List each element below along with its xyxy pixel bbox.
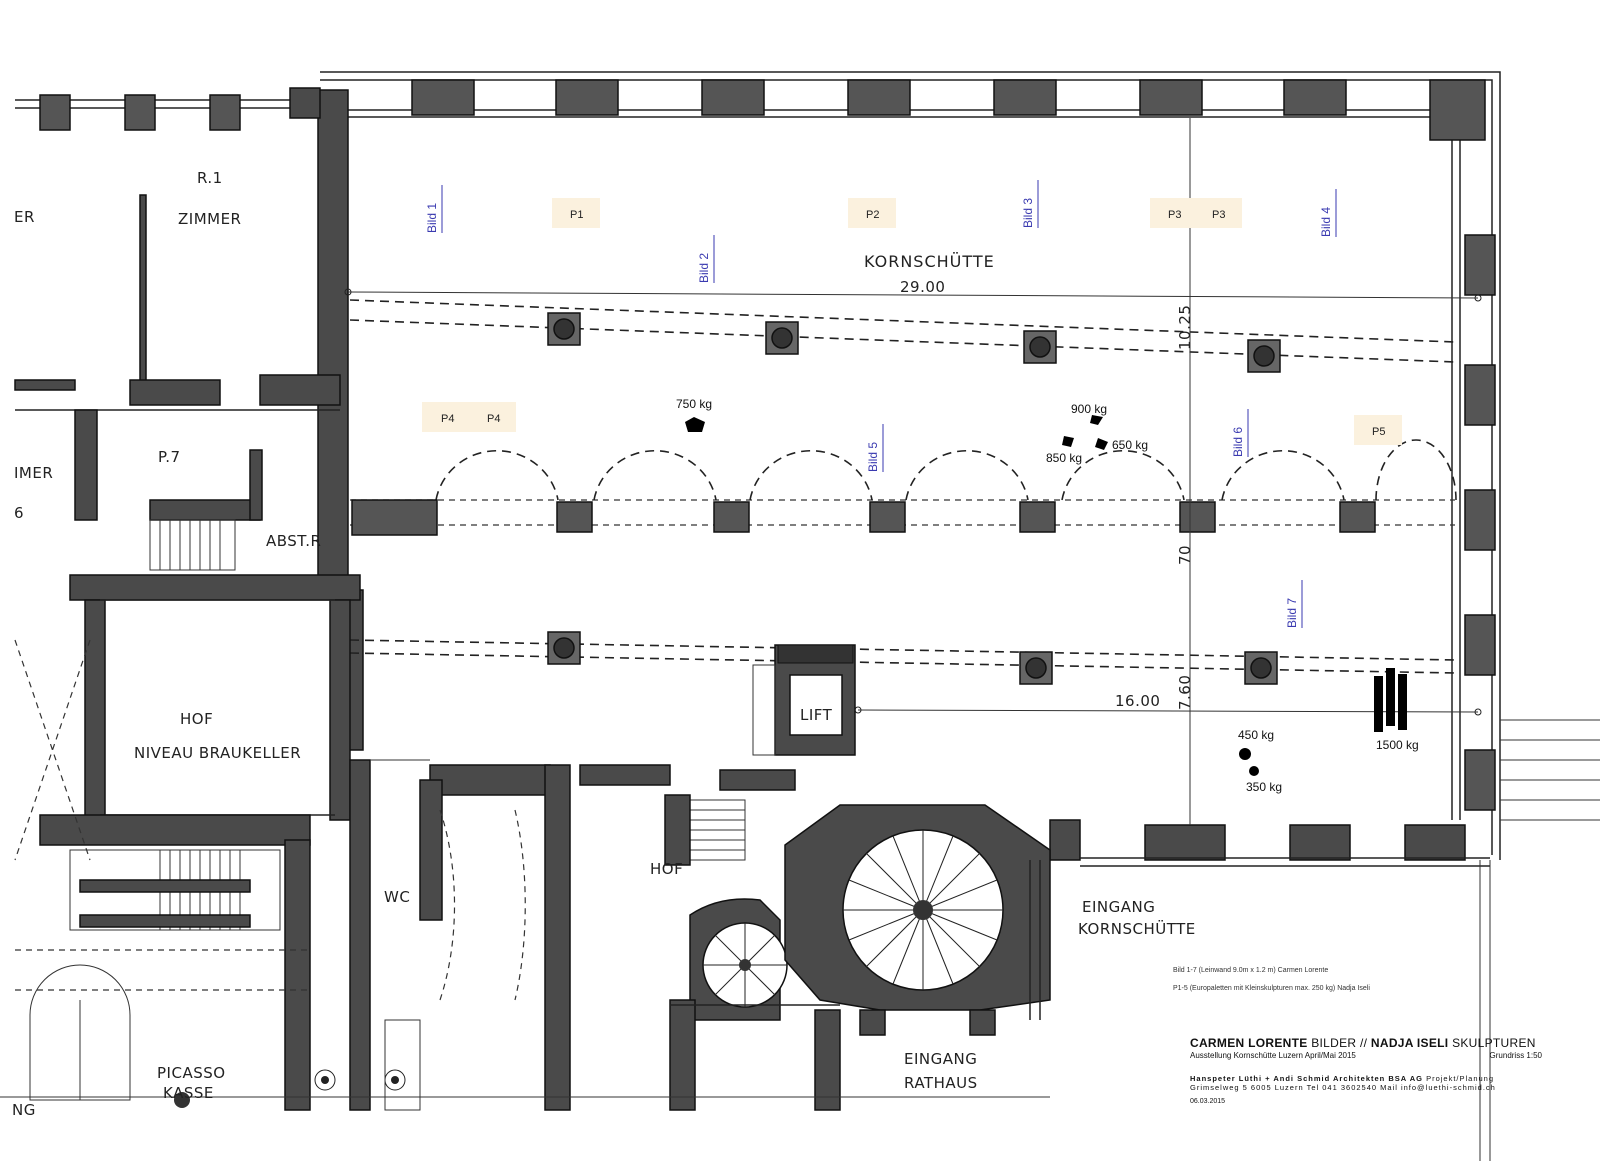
- pallet-p1: P1: [570, 209, 583, 221]
- pallets: P1 P2 P3 P3 P4 P4 P5: [422, 198, 1402, 445]
- pallet-p4a: P4: [441, 413, 454, 425]
- room-cut-label-2: IMER: [14, 464, 53, 482]
- weight-450: 450 kg: [1238, 728, 1274, 742]
- painting-label-1: Bild 1: [425, 203, 439, 233]
- exhibition-info: Ausstellung Kornschütte Luzern April/Mai…: [1190, 1051, 1356, 1060]
- works-2: SKULPTUREN: [1452, 1036, 1536, 1050]
- architects-line: Hanspeter Lüthi + Andi Schmid Architekte…: [1190, 1074, 1570, 1083]
- dimension-1600: 16.00: [1115, 692, 1160, 710]
- painting-label-7: Bild 7: [1285, 598, 1299, 628]
- painting-label-6: Bild 6: [1231, 427, 1245, 457]
- room-wc: WC: [384, 888, 410, 906]
- sculpture-350-marker: [1249, 766, 1259, 776]
- artist-2: NADJA ISELI: [1370, 1036, 1449, 1050]
- dimension-length: 29.00: [900, 278, 945, 296]
- room-r1-name: ZIMMER: [178, 210, 241, 228]
- entrance-kornschuette-2: KORNSCHÜTTE: [1078, 919, 1196, 938]
- entrance-rathaus-2: RATHAUS: [904, 1074, 978, 1092]
- room-hof-braukeller-2: NIVEAU BRAUKELLER: [134, 744, 301, 762]
- left-wing: [14, 87, 361, 1111]
- room-hof-braukeller-1: HOF: [180, 710, 213, 728]
- sculpture-450-marker: [1239, 748, 1251, 760]
- sculpture-1500-marker: [1374, 668, 1407, 732]
- room-ng: NG: [12, 1101, 36, 1119]
- painting-label-2: Bild 2: [697, 253, 711, 283]
- dimension-labels: 29.00 10.25 70 7.60 16.00: [900, 278, 1194, 710]
- entrance-kornschuette-1: EINGANG: [1082, 898, 1155, 916]
- dimension-760: 7.60: [1176, 675, 1194, 710]
- room-cut-label-3: 6: [14, 504, 24, 522]
- title-line: CARMEN LORENTE BILDER // NADJA ISELI SKU…: [1190, 1036, 1570, 1050]
- plan-scale: Grundriss 1:50: [1489, 1051, 1542, 1060]
- plan-legend: Bild 1-7 (Leinwand 9.0m x 1.2 m) Carmen …: [1173, 967, 1553, 1003]
- painting-label-4: Bild 4: [1319, 207, 1333, 237]
- pallet-p4b: P4: [487, 413, 500, 425]
- legend-pallets: P1-5 (Europaletten mit Kleinskulpturen m…: [1173, 985, 1370, 992]
- entrance-rathaus-1: EINGANG: [904, 1050, 977, 1068]
- sculpture-850-marker: [1062, 436, 1074, 447]
- pallet-p3a: P3: [1168, 209, 1181, 221]
- dimension-width: 10.25: [1176, 305, 1194, 350]
- room-abstr: ABST.R: [266, 532, 321, 550]
- weight-850: 850 kg: [1046, 451, 1082, 465]
- pallet-p3b: P3: [1212, 209, 1225, 221]
- pallet-p5: P5: [1372, 426, 1385, 438]
- hall-walls: [317, 71, 1600, 1161]
- artist-1: CARMEN LORENTE: [1190, 1036, 1308, 1050]
- room-labels: R.1 ZIMMER ER IMER 6 P.7 ABST.R HOF NIVE…: [12, 169, 1196, 1119]
- painting-label-5: Bild 5: [866, 442, 880, 472]
- weight-900: 900 kg: [1071, 402, 1107, 416]
- sculpture-900-marker: [1090, 415, 1103, 425]
- weight-750: 750 kg: [676, 397, 712, 411]
- room-p7: P.7: [158, 448, 181, 466]
- architects-role: Projekt/Planung: [1426, 1074, 1495, 1083]
- weight-1500: 1500 kg: [1376, 738, 1419, 752]
- arcade: [349, 299, 1457, 685]
- room-cut-label-1: ER: [14, 208, 35, 226]
- architects-name: Hanspeter Lüthi + Andi Schmid Architekte…: [1190, 1074, 1423, 1083]
- room-lift: LIFT: [800, 706, 833, 724]
- bottom-middle: [0, 644, 1051, 1111]
- room-hof: HOF: [650, 860, 683, 878]
- painting-label-3: Bild 3: [1021, 198, 1035, 228]
- room-picasso-1: PICASSO: [157, 1064, 226, 1082]
- paintings: Bild 1 Bild 2 Bild 3 Bild 4 Bild 5 Bild …: [425, 180, 1337, 628]
- subtitle-line: Ausstellung Kornschütte Luzern April/Mai…: [1190, 1051, 1542, 1060]
- room-r1-number: R.1: [197, 169, 223, 187]
- dimension-lines: [344, 118, 1482, 825]
- sculptures: 750 kg 900 kg 850 kg 650 kg 450 kg 350 k…: [676, 397, 1419, 794]
- architects-address: Grimselweg 5 6005 Luzern Tel 041 3602540…: [1190, 1083, 1496, 1092]
- dimension-70: 70: [1176, 545, 1194, 565]
- title-block: CARMEN LORENTE BILDER // NADJA ISELI SKU…: [1190, 1036, 1570, 1105]
- weight-650: 650 kg: [1112, 438, 1148, 452]
- weight-350: 350 kg: [1246, 780, 1282, 794]
- works-1: BILDER //: [1311, 1036, 1368, 1050]
- legend-paintings: Bild 1-7 (Leinwand 9.0m x 1.2 m) Carmen …: [1173, 967, 1329, 974]
- room-kornschuette: KORNSCHÜTTE: [864, 252, 995, 271]
- pallet-p2: P2: [866, 209, 879, 221]
- sculpture-750-marker: [685, 417, 705, 432]
- sculpture-650-marker: [1095, 438, 1108, 450]
- plan-date: 06.03.2015: [1190, 1098, 1226, 1105]
- room-picasso-2: KASSE: [163, 1084, 214, 1102]
